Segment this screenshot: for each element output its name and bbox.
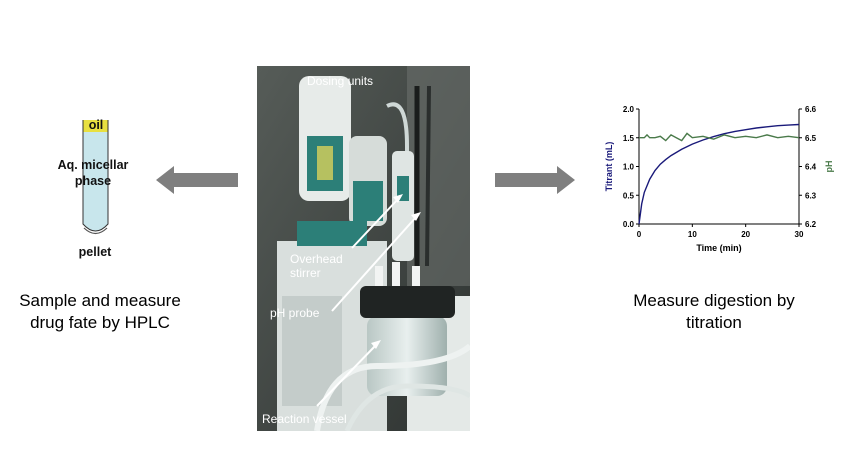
micellar-label-line2: phase <box>74 174 112 188</box>
ph-series-line <box>639 132 800 142</box>
titrant-series-line <box>638 123 800 225</box>
x-tick-label: 10 <box>688 230 697 239</box>
y-right-tick-label: 6.5 <box>805 134 817 143</box>
oil-label: oil <box>88 118 104 132</box>
right-caption-line2: titration <box>686 313 742 332</box>
y-left-tick-label: 1.5 <box>623 134 635 143</box>
y-left-tick-label: 2.0 <box>623 105 635 114</box>
left-arrow-icon <box>156 166 238 194</box>
y-axis-right-label: pH <box>824 161 834 173</box>
oil-layer <box>83 120 108 132</box>
titration-apparatus-photo: Dosing units Overhead stirrer pH probe R… <box>257 66 470 431</box>
left-caption-line1: Sample and measure <box>19 291 181 310</box>
y-left-tick-label: 1.0 <box>623 163 635 172</box>
right-arrow-icon <box>495 166 575 194</box>
tube-outline <box>82 120 109 232</box>
x-axis-label: Time (min) <box>696 243 741 253</box>
x-tick-label: 30 <box>795 230 804 239</box>
y-right-tick-label: 6.3 <box>805 191 817 200</box>
right-caption: Measure digestion by titration <box>604 290 824 334</box>
micellar-label-line1: Aq. micellar <box>57 158 129 172</box>
overhead-stirrer-label: Overhead stirrer <box>290 252 343 280</box>
ph-probe-label: pH probe <box>270 306 320 320</box>
y-left-tick-label: 0.0 <box>623 220 635 229</box>
right-caption-line1: Measure digestion by <box>633 291 795 310</box>
titration-chart: 0 10 20 30 0.0 0.5 1.0 1.5 2.0 6.2 6.3 6.4 6.5 6.6Tim… <box>604 105 834 253</box>
micellar-phase-label: Aq. micellar phase <box>46 157 140 189</box>
left-caption: Sample and measure drug fate by HPLC <box>0 290 200 334</box>
y-right-tick-label: 6.6 <box>805 105 817 114</box>
y-left-tick-label: 0.5 <box>623 191 635 200</box>
x-tick-label: 20 <box>741 230 750 239</box>
dosing-units-label: Dosing units <box>307 74 374 88</box>
overhead-stirrer <box>392 151 414 261</box>
y-right-tick-label: 6.2 <box>805 220 817 229</box>
micellar-phase-fill <box>83 132 108 231</box>
overhead-stirrer-label-line1: Overhead <box>290 252 343 266</box>
x-tick-label: 0 <box>637 230 642 239</box>
overhead-stirrer-label-line2: stirrer <box>290 266 321 280</box>
pellet-label: pellet <box>78 245 112 259</box>
apparatus-illustration <box>257 66 470 431</box>
pellet-line <box>83 227 108 235</box>
reaction-vessel <box>367 316 447 396</box>
left-caption-line2: drug fate by HPLC <box>30 313 170 332</box>
y-axis-left-label: Titrant (mL) <box>604 142 614 192</box>
centrifuge-tube-diagram <box>82 120 109 235</box>
reaction-vessel-label: Reaction vessel <box>262 412 347 426</box>
y-right-tick-label: 6.4 <box>805 163 817 172</box>
